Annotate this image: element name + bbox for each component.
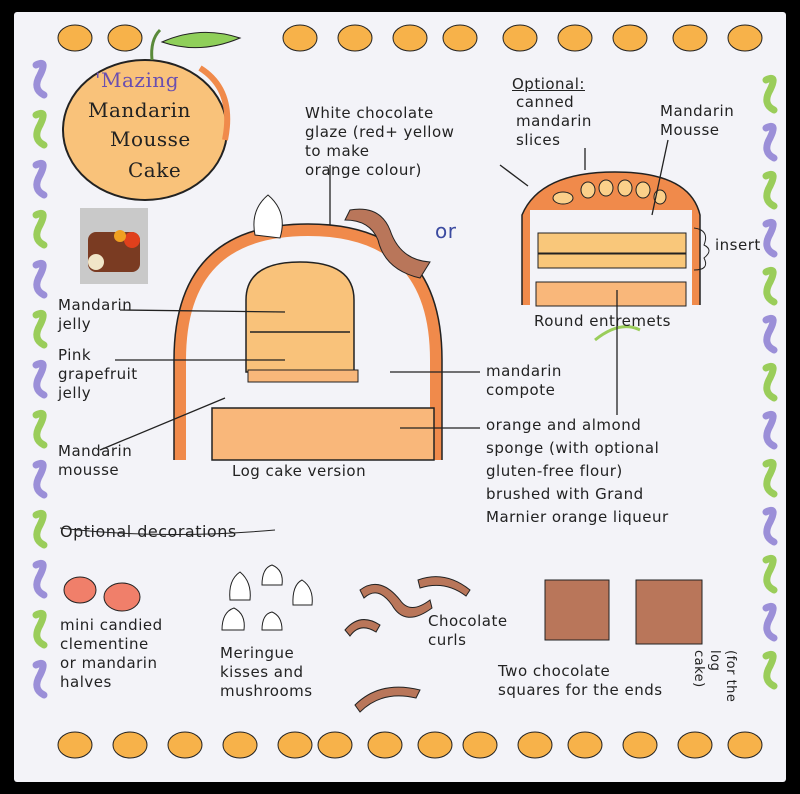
mandarin-icon: [112, 731, 148, 759]
mandarin-icon: [567, 731, 603, 759]
mandarin-icon: [167, 731, 203, 759]
cake-photo: [80, 208, 148, 284]
swirl-icon: [762, 410, 778, 450]
label-curls: Chocolate curls: [428, 612, 508, 649]
swirl-border: [32, 59, 778, 699]
mandarin-icon: [282, 24, 318, 52]
swirl-icon: [32, 509, 48, 549]
swirl-icon: [32, 459, 48, 499]
title-mandarin-icon: [62, 28, 242, 201]
arrows: [99, 139, 669, 451]
mandarin-icon: [57, 731, 93, 759]
mandarin-icon: [367, 731, 403, 759]
mandarin-icon: [392, 24, 428, 52]
mandarin-icon: [612, 24, 648, 52]
label-candied: mini candied clementine or mandarin halv…: [60, 616, 163, 691]
swirl-icon: [762, 554, 778, 594]
label-meringue: Meringue kisses and mushrooms: [220, 644, 313, 700]
label-optional: Optional:: [512, 75, 585, 93]
mandarin-icon: [462, 731, 498, 759]
mandarin-icon: [557, 24, 593, 52]
swirl-icon: [32, 259, 48, 299]
label-glaze: White chocolate glaze (red+ yellow to ma…: [305, 104, 455, 179]
label-round-entremets: Round entremets: [534, 312, 671, 330]
label-or: or: [435, 219, 457, 243]
swirl-icon: [762, 650, 778, 690]
decorations-heading: Optional decorations: [60, 522, 237, 541]
swirl-icon: [32, 159, 48, 199]
mandarin-icon: [317, 731, 353, 759]
label-squares: Two chocolate squares for the ends: [498, 662, 663, 699]
swirl-icon: [762, 266, 778, 306]
swirl-icon: [32, 109, 48, 149]
swirl-icon: [762, 74, 778, 114]
swirl-icon: [32, 559, 48, 599]
swirl-icon: [32, 209, 48, 249]
mandarin-icon: [57, 24, 93, 52]
swirl-icon: [762, 170, 778, 210]
swirl-icon: [762, 122, 778, 162]
label-slices: canned mandarin slices: [516, 93, 592, 149]
label-mandarin-jelly: Mandarin jelly: [58, 296, 133, 333]
mandarin-icon: [622, 731, 658, 759]
swirl-icon: [32, 309, 48, 349]
swirl-icon: [32, 609, 48, 649]
mandarin-icon: [502, 24, 538, 52]
mandarin-icon: [107, 24, 143, 52]
label-insert: insert: [715, 236, 761, 254]
label-mandarin-compote: mandarin compote: [486, 362, 562, 399]
title-line-4: Cake: [128, 158, 182, 182]
title-line-2: Mandarin: [88, 98, 191, 122]
swirl-icon: [32, 409, 48, 449]
mandarin-icon: [677, 731, 713, 759]
label-squares-note: (for the log cake): [691, 650, 738, 703]
swirl-icon: [32, 59, 48, 99]
mandarin-icon: [517, 731, 553, 759]
mandarin-icon: [442, 24, 478, 52]
swirl-icon: [32, 659, 48, 699]
label-log-cake-version: Log cake version: [232, 462, 367, 480]
swirl-icon: [762, 506, 778, 546]
mandarin-icon: [222, 731, 258, 759]
mandarin-icon: [417, 731, 453, 759]
title-line-1: 'Mazing: [95, 68, 180, 92]
label-mandarin-mousse-round: Mandarin Mousse: [660, 102, 735, 139]
mandarin-icon: [277, 731, 313, 759]
decorations-drawing: [59, 527, 703, 713]
swirl-icon: [762, 362, 778, 402]
swirl-icon: [762, 458, 778, 498]
swirl-icon: [762, 314, 778, 354]
log-cake-diagram: [173, 194, 443, 461]
label-mandarin-mousse-log: Mandarin mousse: [58, 442, 133, 479]
swirl-icon: [762, 218, 778, 258]
swirl-icon: [32, 359, 48, 399]
mandarin-icon: [727, 24, 763, 52]
label-sponge: orange and almond sponge (with optional …: [486, 416, 669, 526]
mandarin-icon: [672, 24, 708, 52]
title-line-3: Mousse: [110, 127, 191, 151]
mandarin-border: [57, 24, 763, 759]
mandarin-icon: [727, 731, 763, 759]
swirl-icon: [762, 602, 778, 642]
round-entremets-diagram: [521, 171, 710, 342]
mandarin-icon: [337, 24, 373, 52]
label-pink-grapefruit-jelly: Pink grapefruit jelly: [58, 346, 138, 402]
